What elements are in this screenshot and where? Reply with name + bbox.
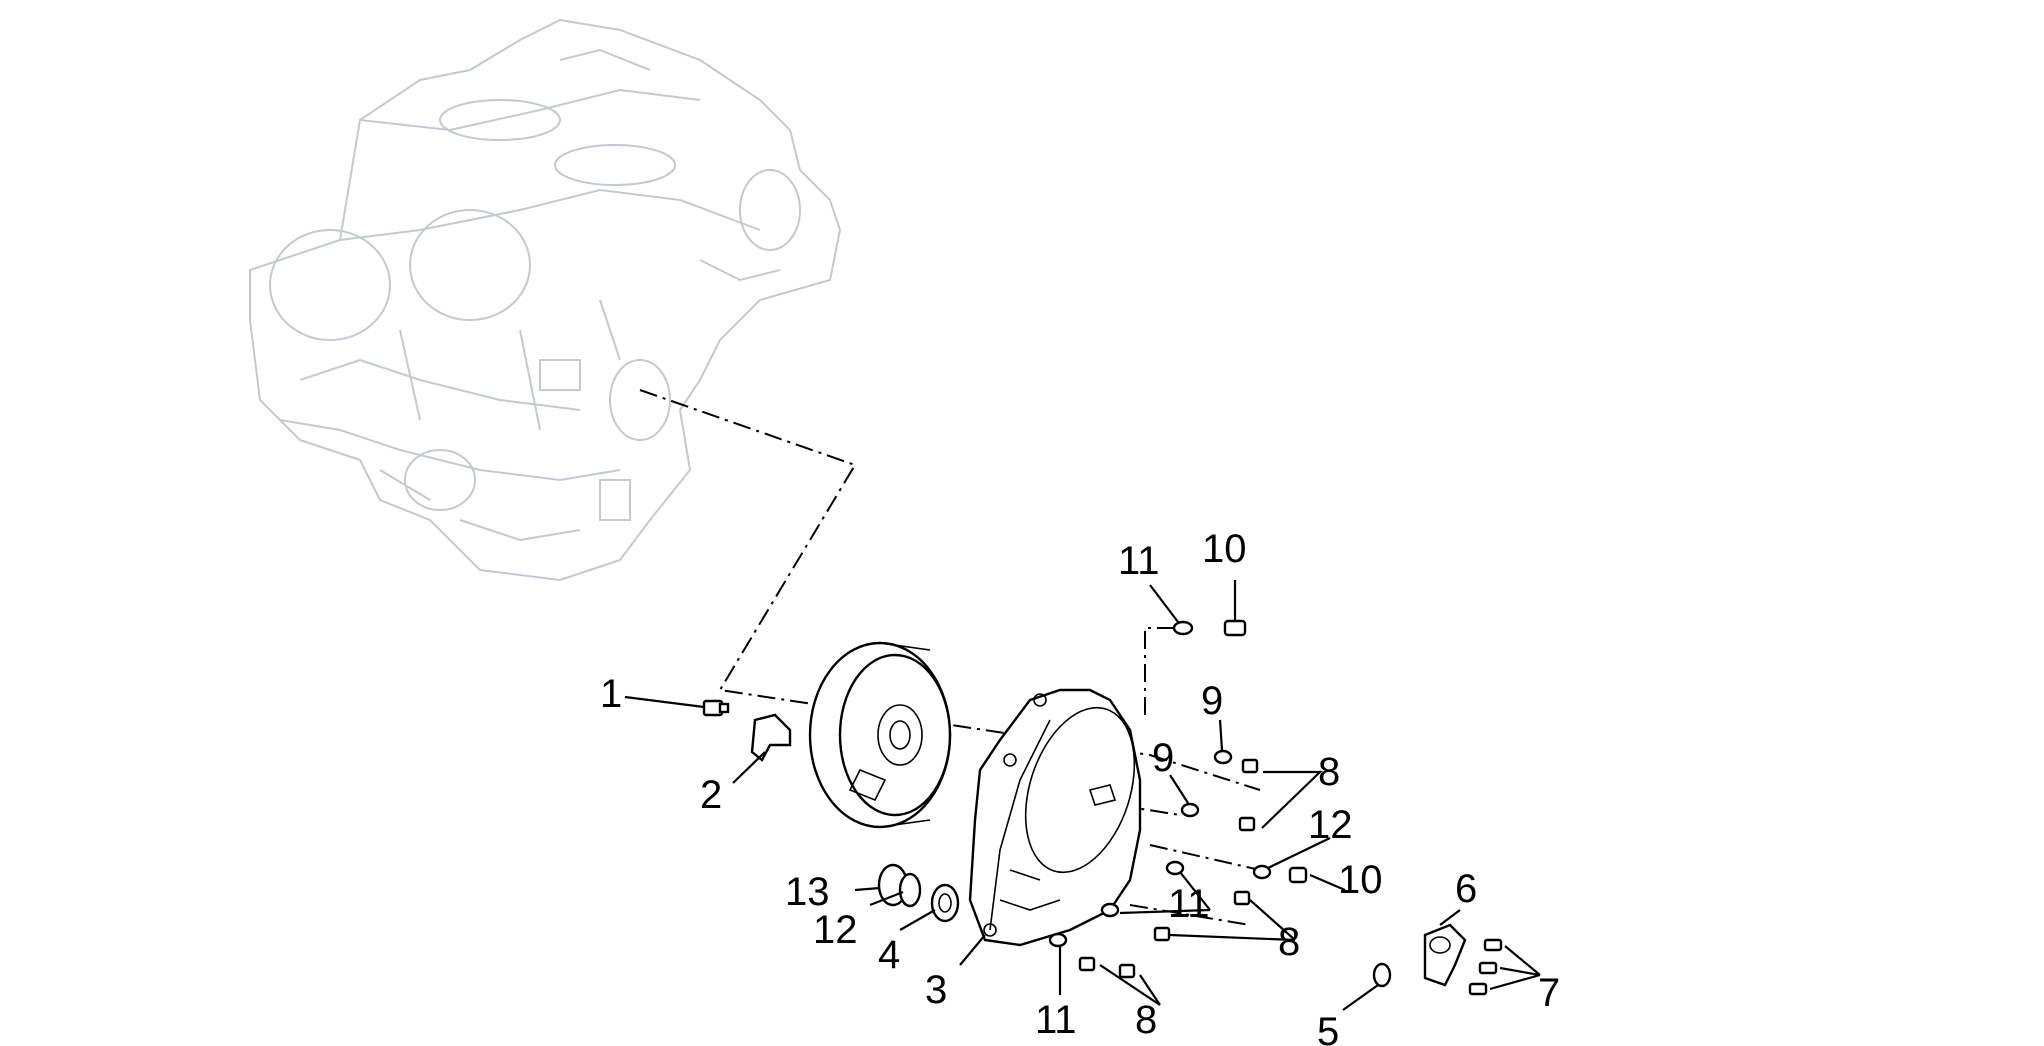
callout-9-lower: 9 [1152, 736, 1174, 780]
callout-labels: 1 2 3 4 5 6 7 8 8 8 9 9 10 10 11 11 11 1… [600, 527, 1560, 1046]
washer-11-mid [1165, 860, 1185, 876]
callout-12-left: 12 [813, 908, 858, 952]
screw-part-1 [702, 699, 730, 717]
callout-4: 4 [878, 933, 900, 977]
callout-1: 1 [600, 672, 622, 716]
callout-13: 13 [785, 870, 830, 914]
callout-11-middle: 11 [1168, 882, 1210, 926]
leader-lines [624, 580, 1541, 1011]
o-ring-part-12 [898, 872, 922, 908]
washer-9-upper [1213, 749, 1233, 765]
pickup-sensor-part-6 [1423, 923, 1467, 987]
seals-and-rings [877, 863, 960, 923]
screw-8-low-right [1233, 890, 1251, 906]
fasteners [1048, 619, 1308, 979]
screw-8-mid [1238, 816, 1256, 832]
washer-11-bottom [1048, 932, 1068, 948]
washer-11-top [1172, 620, 1194, 636]
callout-11-top: 11 [1118, 539, 1160, 583]
washer-9-lower [1180, 802, 1200, 818]
callout-9-upper: 9 [1201, 679, 1223, 723]
callout-10-top: 10 [1202, 527, 1247, 571]
callout-6: 6 [1455, 867, 1477, 911]
o-ring-part-5 [1372, 962, 1392, 988]
generator-cover-part-3 [968, 688, 1142, 947]
oil-seal-part-4 [930, 883, 960, 923]
screw-10-top [1223, 619, 1247, 637]
screw-8-upper [1241, 758, 1259, 774]
screw-8-low [1153, 926, 1171, 942]
engine-crankcase [249, 18, 842, 582]
sensor-screws-part-7 [1468, 938, 1503, 996]
screw-8-bottom-a [1078, 956, 1096, 972]
callout-5: 5 [1317, 1010, 1339, 1046]
callout-11-bottom: 11 [1035, 998, 1077, 1042]
washer-11-low [1100, 902, 1120, 918]
flywheel-rotor [808, 641, 952, 829]
callout-2: 2 [700, 773, 722, 817]
callout-7: 7 [1538, 971, 1560, 1015]
callout-8-upper: 8 [1318, 750, 1340, 794]
screw-8-bottom-b [1118, 963, 1136, 979]
assembly-axis-lines [639, 389, 1261, 926]
callout-8-middle: 8 [1278, 920, 1300, 964]
washer-12-right [1252, 864, 1272, 880]
screw-10-right [1288, 866, 1308, 884]
callout-10-right: 10 [1338, 858, 1383, 902]
callout-3: 3 [925, 968, 947, 1012]
bracket-part-2 [750, 713, 792, 762]
callout-12-right: 12 [1308, 803, 1353, 847]
callout-8-bottom: 8 [1135, 998, 1157, 1042]
